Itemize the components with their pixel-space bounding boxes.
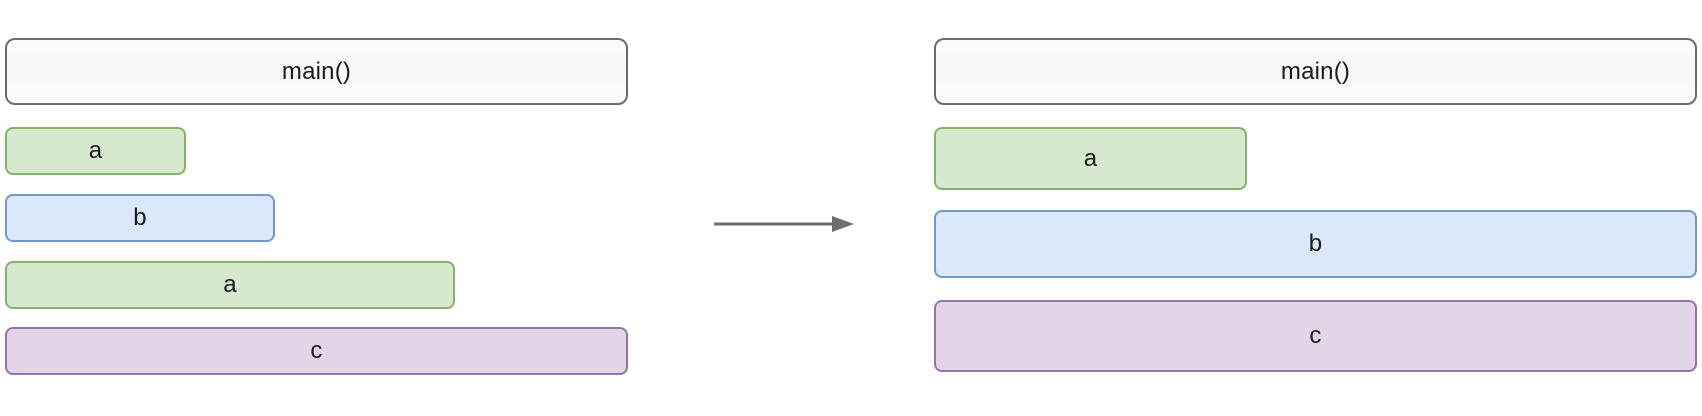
stack-frame-b[interactable]: b xyxy=(5,194,275,242)
stack-frame-label: a xyxy=(88,137,103,164)
stack-frame-c[interactable]: c xyxy=(934,300,1697,372)
stack-frame-label: b xyxy=(133,204,147,231)
stack-frame-b[interactable]: b xyxy=(934,210,1697,278)
stack-frame-label: a xyxy=(223,271,237,298)
stack-frame-label: c xyxy=(310,337,323,364)
stack-frame-main[interactable]: main() xyxy=(5,38,628,105)
right-arrow-icon xyxy=(714,216,854,232)
stack-frame-label: b xyxy=(1308,230,1323,257)
stack-frame-main[interactable]: main() xyxy=(934,38,1697,105)
stack-frame-label: a xyxy=(1083,144,1098,172)
stack-frame-label: c xyxy=(1309,322,1322,349)
stack-frame-label: main() xyxy=(281,57,352,85)
stack-frame-label: main() xyxy=(1280,57,1351,85)
stack-frame-a[interactable]: a xyxy=(5,261,455,309)
stack-frame-a[interactable]: a xyxy=(5,127,186,175)
stack-frame-a[interactable]: a xyxy=(934,127,1247,190)
stack-frame-c[interactable]: c xyxy=(5,327,628,375)
